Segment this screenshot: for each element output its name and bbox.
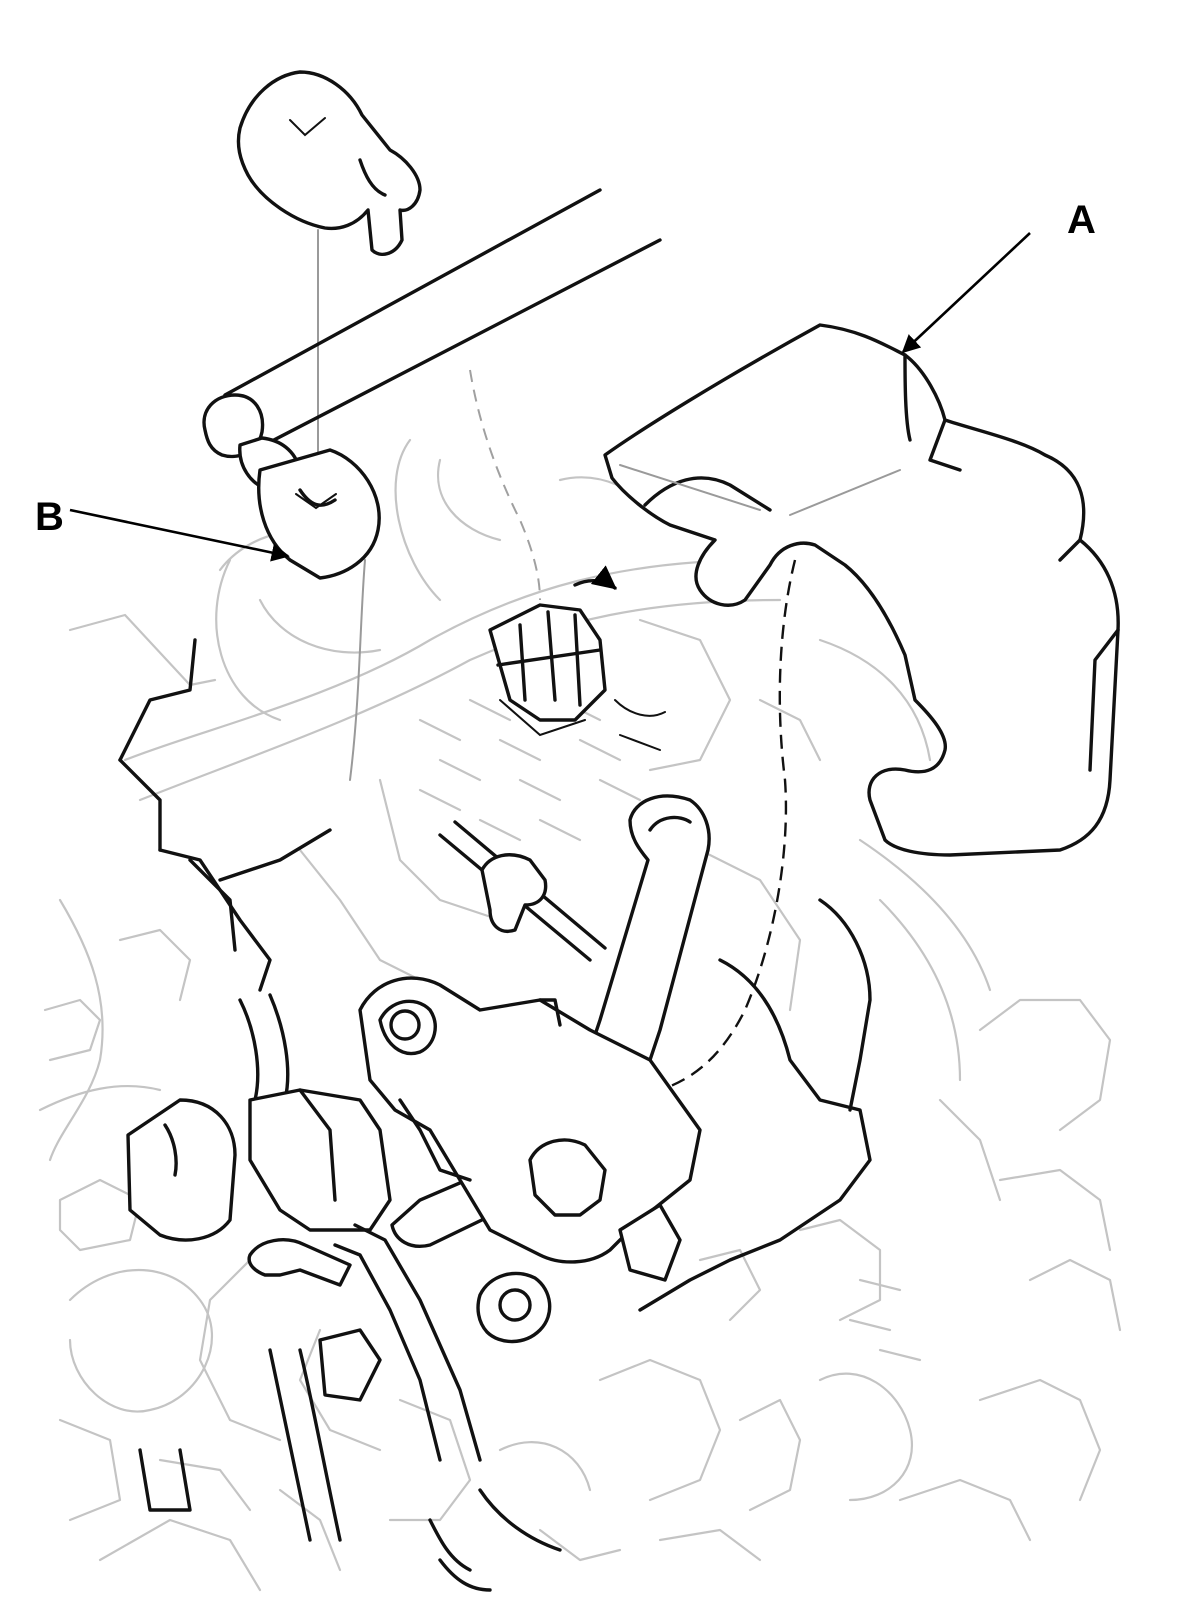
left-bracket-hose xyxy=(118,638,332,1242)
electrical-connector xyxy=(488,565,666,751)
callout-label-a: A xyxy=(1067,198,1096,242)
upper-pipe xyxy=(202,188,662,492)
tube-clip xyxy=(438,820,607,962)
hose-route-lines xyxy=(317,229,541,781)
leader-b xyxy=(69,508,290,562)
lower-mechanism xyxy=(138,898,872,1592)
engine-background-detail xyxy=(38,438,1122,1592)
callout-leaders xyxy=(69,232,1031,562)
callout-label-b: B xyxy=(35,495,64,539)
removed-clamp xyxy=(236,70,422,256)
hose-clamp-b xyxy=(257,448,381,580)
leader-a xyxy=(901,232,1031,354)
cover-a xyxy=(603,323,1120,1092)
